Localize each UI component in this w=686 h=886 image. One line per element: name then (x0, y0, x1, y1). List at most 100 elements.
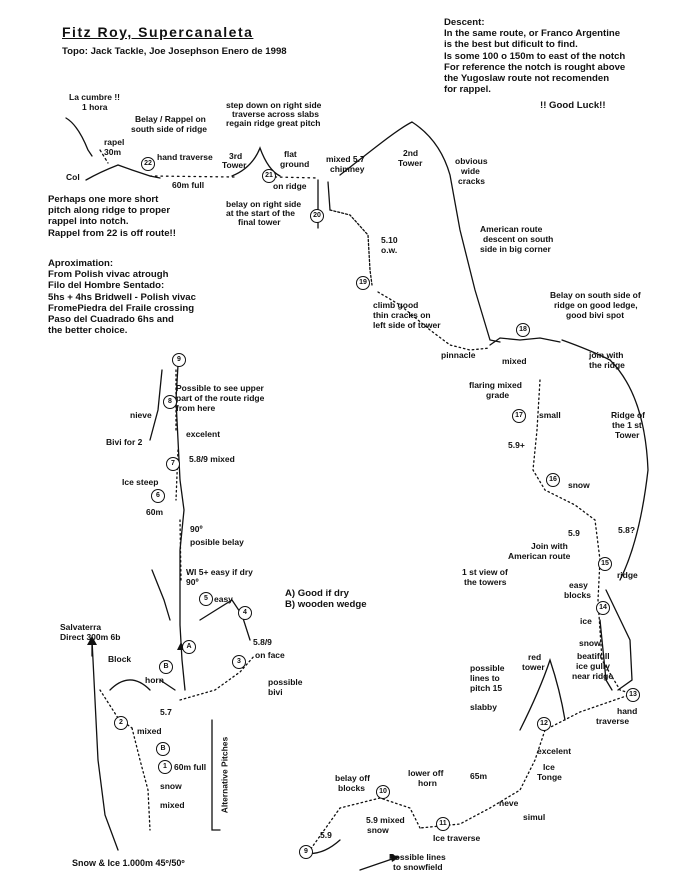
route-label: posible belay (190, 537, 244, 547)
pitch-marker: 9 (172, 353, 186, 367)
route-label: easy (569, 580, 588, 590)
crack-line (377, 291, 491, 351)
route-label: hand traverse (157, 152, 213, 162)
route-label: possible (470, 663, 505, 673)
route-label: belay on right side (226, 199, 302, 209)
route-label: Tower (222, 160, 247, 170)
route-label: horn (145, 675, 164, 685)
route-label: 60m full (174, 762, 207, 772)
col-ridge-line (85, 164, 161, 181)
pitch-marker: 8 (163, 395, 177, 409)
pitch-marker: 10 (376, 785, 390, 799)
route-label: lines to (470, 673, 500, 683)
route-label: blocks (564, 590, 591, 600)
route-label: 60m full (172, 180, 205, 190)
gully-right (605, 589, 633, 691)
topo-credits: Topo: Jack Tackle, Joe Josephson Enero d… (62, 46, 287, 57)
route-label: the 1 st (612, 420, 642, 430)
route-label: part of the route ridge (176, 393, 265, 403)
route-label: climb good (373, 300, 419, 310)
route-label: red (528, 652, 542, 662)
route-label: south side of ridge (131, 124, 208, 134)
route-label: chimney (330, 164, 365, 174)
route-label: Belay on south side of (550, 290, 641, 300)
route-label: 65m (470, 771, 488, 781)
lower-route-line (419, 693, 633, 829)
route-label: horn (418, 778, 437, 788)
route-label: Direct 300m 6b (60, 632, 121, 642)
pitch-marker: 13 (626, 688, 640, 702)
pitch-marker: 2 (114, 716, 128, 730)
route-label: pinnacle (441, 350, 476, 360)
pitch-marker: A (182, 640, 196, 654)
route-label: traverse (596, 716, 630, 726)
route-label: 5.8/9 mixed (189, 454, 235, 464)
route-label: pitch 15 (470, 683, 503, 693)
route-label: 2nd (403, 148, 419, 158)
route-label: Join with (531, 541, 568, 551)
route-label: Ridge of (611, 410, 645, 420)
pitch-marker: 20 (310, 209, 324, 223)
route-label: the towers (464, 577, 507, 587)
route-label: simul (523, 812, 546, 822)
route-label: Col (66, 172, 80, 182)
route-label: join with (589, 350, 624, 360)
route-label: mixed (137, 726, 162, 736)
route-label: snow (568, 480, 590, 490)
route-label: 5.7 (160, 707, 172, 717)
pitch-marker: 15 (598, 557, 612, 571)
pitch-marker: 14 (596, 601, 610, 615)
route-label: ridge (617, 570, 638, 580)
route-label: o.w. (381, 245, 398, 255)
second-tower-outline (339, 121, 501, 343)
pitch-4-ramp (199, 599, 251, 641)
summit-ridge-line (65, 117, 93, 157)
route-label: grade (486, 390, 510, 400)
route-label: American route (480, 224, 543, 234)
pitch-3-ramp (179, 654, 256, 701)
route-label: final tower (238, 217, 281, 227)
route-label: ice gully (576, 661, 611, 671)
route-label: Tonge (537, 772, 562, 782)
off-route-note: Perhaps one more short pitch along ridge… (48, 194, 176, 239)
pitch-marker: 4 (238, 606, 252, 620)
lower-left-route (131, 727, 151, 831)
route-label: Tower (615, 430, 640, 440)
left-route-dots (175, 369, 182, 581)
route-label: rapel (104, 137, 125, 147)
route-label: ground (280, 159, 310, 169)
route-label: Tower (398, 158, 423, 168)
route-label: Possible to see upper (176, 383, 264, 393)
pitch-marker: 9 (299, 845, 313, 859)
route-label: thin cracks on (373, 310, 431, 320)
route-label: Ice traverse (433, 833, 481, 843)
route-label: Salvaterra (60, 622, 102, 632)
route-label: the ridge (589, 360, 625, 370)
descent-note: Descent: In the same route, or Franco Ar… (444, 17, 626, 96)
red-tower-outline (519, 657, 566, 731)
route-label: snow (367, 825, 389, 835)
route-label: on face (255, 650, 285, 660)
route-label: neve (499, 798, 519, 808)
route-label: 5.9 (320, 830, 332, 840)
pitch-marker: B (156, 742, 170, 756)
pitch-marker: B (159, 660, 173, 674)
legend: A) Good if dry B) wooden wedge (285, 588, 367, 611)
pitch-marker: 5 (199, 592, 213, 606)
right-ridge (561, 339, 611, 361)
route-label: tower (522, 662, 545, 672)
main-route-line (532, 379, 633, 695)
route-label: beatifull (577, 651, 610, 661)
route-label: 1 hora (82, 102, 108, 112)
approach-note: Aproximation: From Polish vivac atrough … (48, 258, 196, 337)
pitch-marker: 7 (166, 457, 180, 471)
route-label: snow (160, 781, 182, 791)
route-label: 5.8? (618, 525, 636, 535)
route-label: ice (580, 616, 592, 626)
route-label: good bivi spot (566, 310, 625, 320)
route-label: easy (214, 594, 233, 604)
route-label: 5.10 (381, 235, 398, 245)
page-title: Fitz Roy, Supercanaleta (62, 24, 254, 40)
